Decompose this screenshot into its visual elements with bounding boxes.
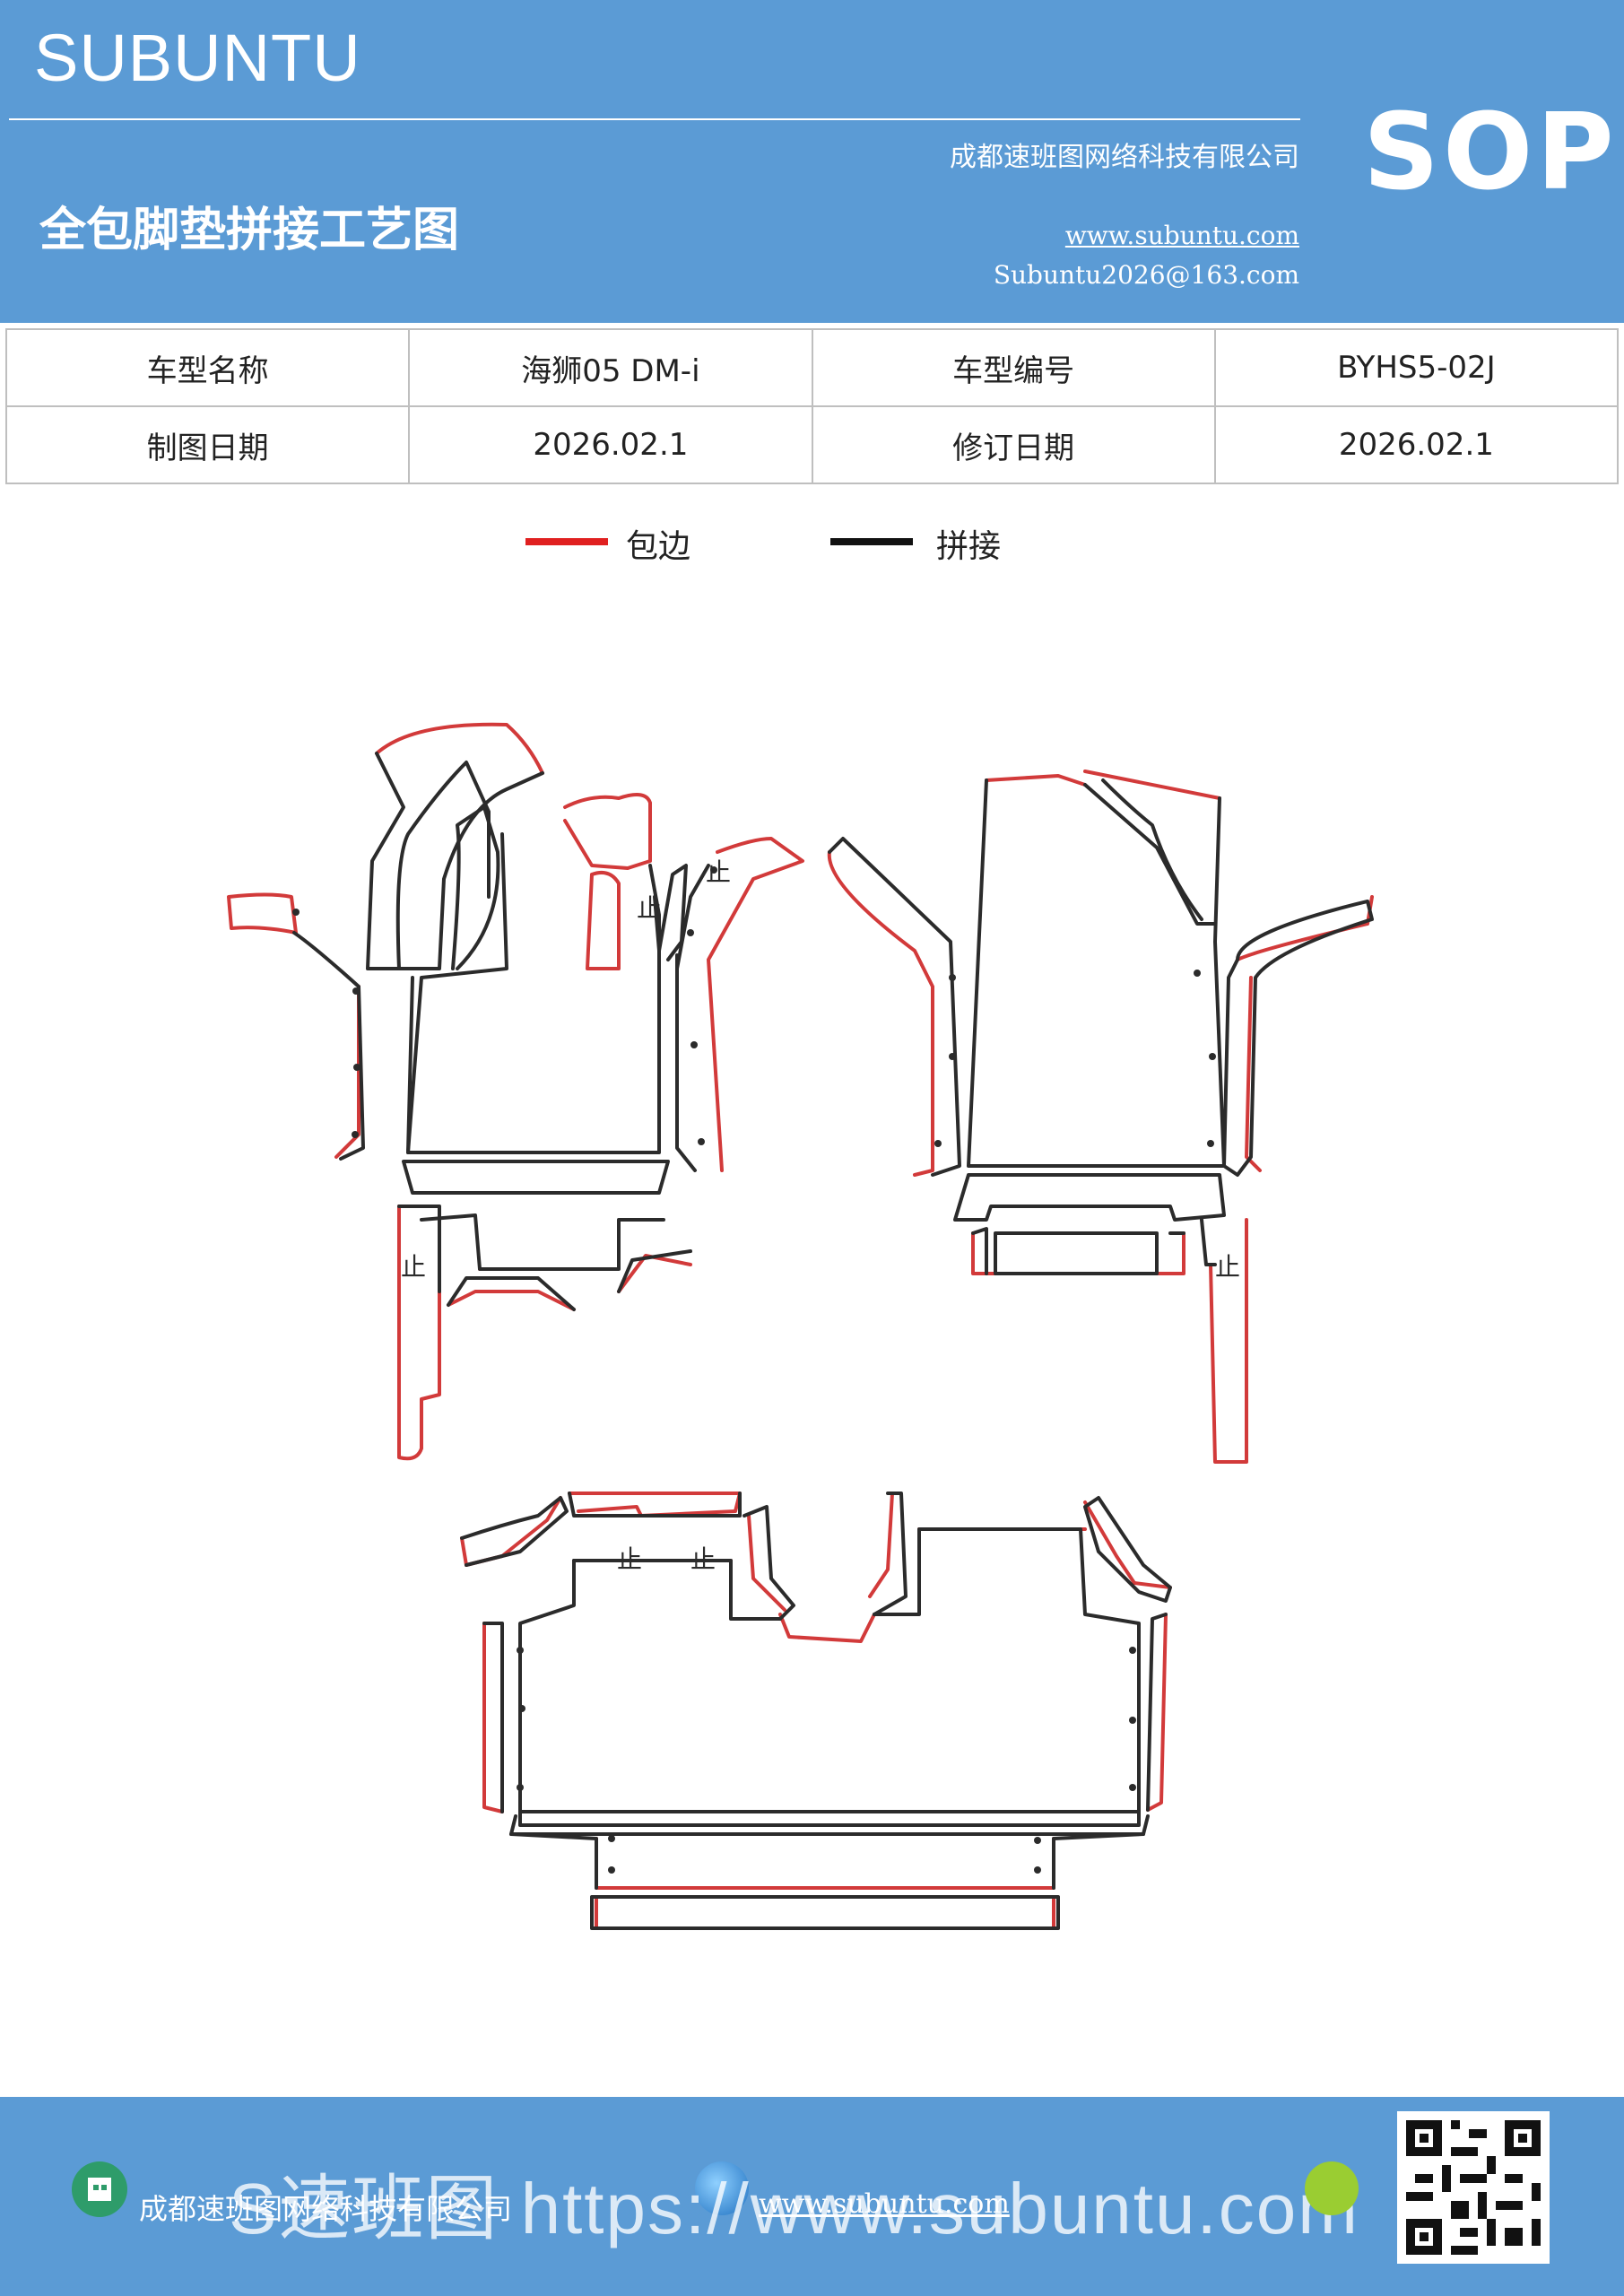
brand-name: SUBUNTU — [34, 21, 361, 95]
table-cell: 2026.02.1 — [408, 405, 813, 484]
table-cell: 车型名称 — [4, 328, 411, 407]
document-title: 全包脚垫拼接工艺图 — [39, 203, 460, 257]
table-cell: 修订日期 — [811, 405, 1216, 484]
table-cell: BYHS5-02J — [1213, 328, 1620, 407]
table-cell: 制图日期 — [4, 405, 411, 484]
table-row: 制图日期 2026.02.1 修订日期 2026.02.1 — [4, 405, 1620, 484]
front-left-mat-group — [227, 722, 804, 1461]
table-row: 车型名称 海狮05 DM-i 车型编号 BYHS5-02J — [4, 328, 1620, 407]
footer-watermark-text: S速班图 https://www.subuntu.com — [229, 2169, 1359, 2248]
company-name: 成都速班图网络科技有限公司 — [950, 142, 1299, 173]
legend: 包边 拼接 — [0, 520, 1624, 574]
table-cell: 2026.02.1 — [1213, 405, 1620, 484]
stop-markers: 止 止 止 止 止 止 — [401, 857, 1240, 1574]
sop-badge: SOP — [1363, 90, 1618, 213]
legend-seam-swatch — [830, 538, 913, 545]
globe-icon — [695, 2161, 749, 2215]
stop-marker: 止 — [637, 893, 662, 923]
stop-marker: 止 — [401, 1252, 426, 1282]
table-cell: 车型编号 — [811, 328, 1216, 407]
footer-company: 成都速班图网络科技有限公司 — [139, 2192, 513, 2226]
building-icon — [72, 2161, 127, 2217]
stop-marker: 止 — [706, 857, 731, 887]
stop-marker: 止 — [617, 1544, 642, 1574]
rear-mat-group — [460, 1492, 1172, 1930]
header-divider — [9, 118, 1300, 120]
qr-code-icon — [1397, 2111, 1550, 2264]
header-banner: SUBUNTU 成都速班图网络科技有限公司 全包脚垫拼接工艺图 www.subu… — [0, 0, 1624, 323]
vehicle-info-table: 车型名称 海狮05 DM-i 车型编号 BYHS5-02J 制图日期 2026.… — [4, 328, 1620, 484]
legend-edge-swatch — [525, 538, 608, 545]
stop-marker: 止 — [1215, 1252, 1240, 1282]
website-link[interactable]: www.subuntu.com — [1064, 221, 1299, 250]
front-right-mat-group — [827, 770, 1374, 1464]
contact-email[interactable]: Subuntu2026@163.com — [993, 260, 1299, 290]
footer-banner: 成都速班图网络科技有限公司 www.subuntu.com S速班图 https… — [0, 2097, 1624, 2296]
rivet-dots — [292, 866, 1216, 1874]
stop-marker: 止 — [690, 1544, 716, 1574]
legend-edge-label: 包边 — [626, 528, 691, 565]
wechat-icon — [1305, 2161, 1359, 2215]
legend-seam-label: 拼接 — [936, 528, 1002, 565]
floor-mat-splice-diagram: 止 止 止 止 止 止 — [227, 722, 1374, 1930]
table-cell: 海狮05 DM-i — [408, 328, 813, 407]
qr-code[interactable] — [1397, 2111, 1550, 2264]
footer-website[interactable]: www.subuntu.com — [759, 2188, 1010, 2220]
